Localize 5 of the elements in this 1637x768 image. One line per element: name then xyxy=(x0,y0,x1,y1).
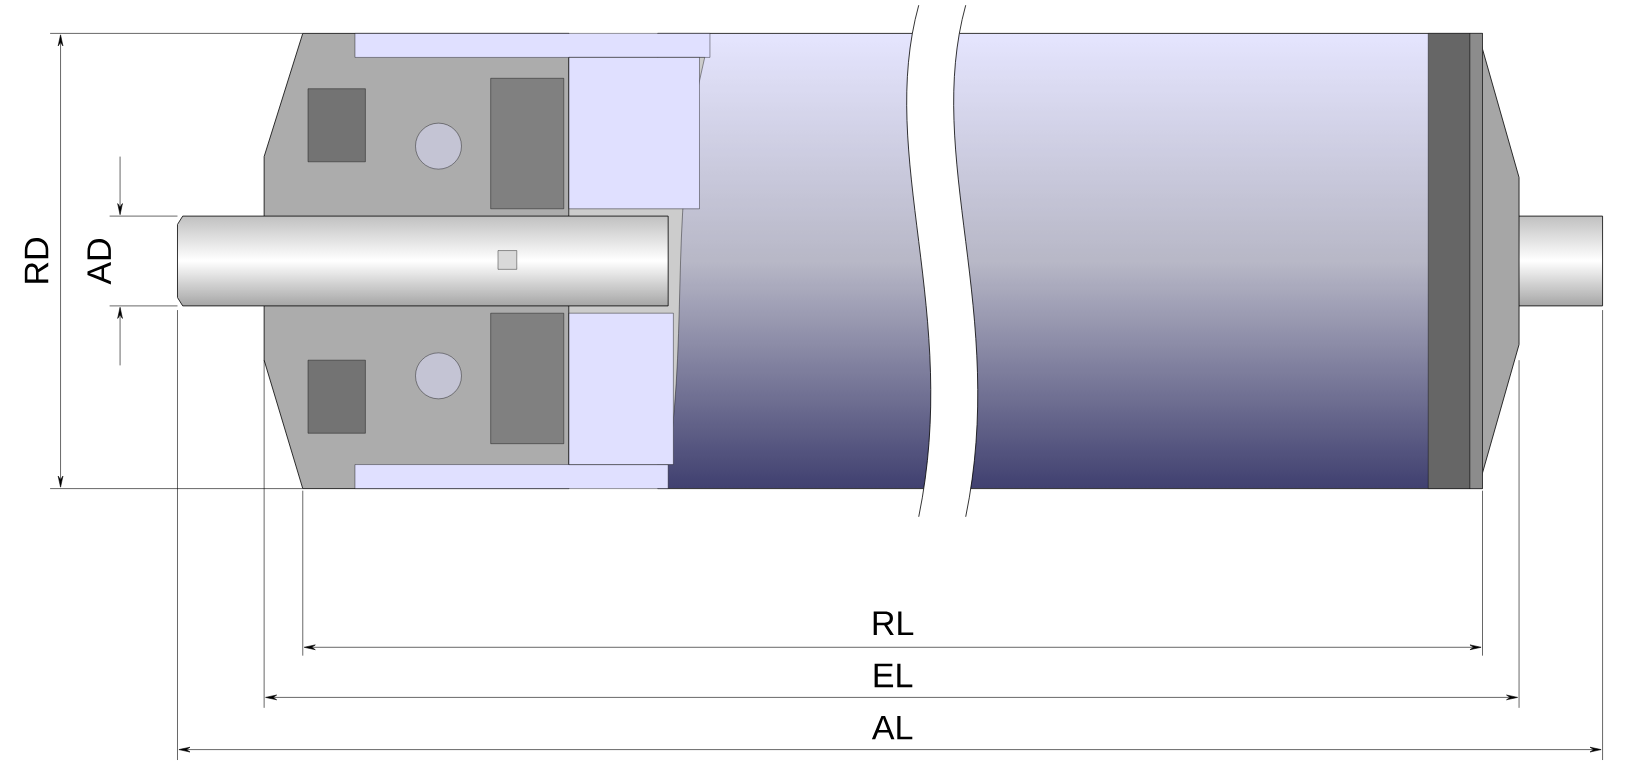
dimension-label: RL xyxy=(873,611,914,635)
dimension-label: EL xyxy=(874,663,913,687)
dimension-label: AD xyxy=(87,238,111,285)
dimension-label: AL xyxy=(871,715,913,740)
dimension-label: RD xyxy=(24,237,49,283)
